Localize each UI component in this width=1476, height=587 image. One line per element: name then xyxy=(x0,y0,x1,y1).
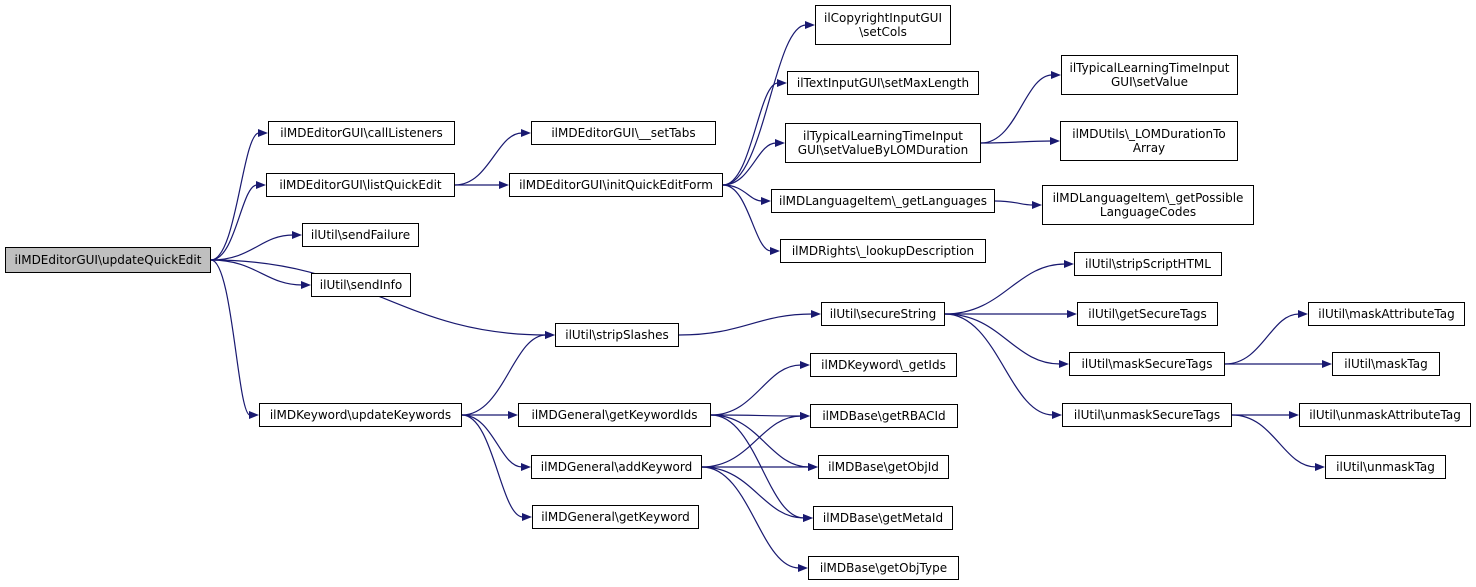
edge-updateKeywords-to-addKeyword xyxy=(461,414,523,468)
edge-getLanguages-to-getPossibleLanguageCodes xyxy=(994,200,1034,206)
arrowhead xyxy=(499,181,509,189)
node-getKeywordIds[interactable]: ilMDGeneral\getKeywordIds xyxy=(518,403,711,427)
arrowhead xyxy=(249,411,259,419)
edge-addKeyword-to-getMetaId xyxy=(701,466,805,519)
node-lookupDescription[interactable]: ilMDRights\_lookupDescription xyxy=(780,239,986,263)
arrowhead xyxy=(800,361,810,369)
edge-maskSecureTags-to-maskAttributeTag xyxy=(1224,313,1300,365)
arrowhead xyxy=(521,463,531,471)
arrowhead xyxy=(805,21,815,29)
node-stripSlashes[interactable]: ilUtil\stripSlashes xyxy=(555,323,679,347)
node-getMetaId[interactable]: ilMDBase\getMetaId xyxy=(813,506,953,530)
arrowhead xyxy=(508,411,518,419)
node-setCols[interactable]: ilCopyrightInputGUI \setCols xyxy=(815,5,951,45)
node-unmaskSecureTags[interactable]: ilUtil\unmaskSecureTags xyxy=(1062,403,1232,427)
node-lomDurationToArray[interactable]: ilMDUtils\_LOMDurationTo Array xyxy=(1060,121,1238,161)
node-maskSecureTags[interactable]: ilUtil\maskSecureTags xyxy=(1069,352,1225,376)
edge-getKeywordIds-to-getObjId xyxy=(710,414,810,468)
edge-unmaskSecureTags-to-unmaskTag xyxy=(1231,414,1317,468)
arrowhead xyxy=(770,247,780,255)
edge-initQuickEditForm-to-lookupDescription xyxy=(722,184,772,252)
node-secureString[interactable]: ilUtil\secureString xyxy=(821,302,945,326)
node-getObjType[interactable]: ilMDBase\getObjType xyxy=(808,556,959,580)
arrowhead xyxy=(256,181,266,189)
edge-initQuickEditForm-to-setValueByLOMDuration xyxy=(722,142,777,186)
node-setMaxLength[interactable]: ilTextInputGUI\setMaxLength xyxy=(787,71,979,95)
edge-updateQuickEdit-to-updateKeywords xyxy=(210,259,251,416)
arrowhead xyxy=(808,463,818,471)
node-getRBACId[interactable]: ilMDBase\getRBACId xyxy=(810,404,958,428)
node-getObjId[interactable]: ilMDBase\getObjId xyxy=(818,455,949,479)
edge-stripSlashes-to-secureString xyxy=(678,313,813,336)
edge-initQuickEditForm-to-setCols xyxy=(722,24,807,186)
edge-setValueByLOMDuration-to-tltSetValue xyxy=(980,74,1053,144)
node-getPossibleLanguageCodes[interactable]: ilMDLanguageItem\_getPossible LanguageCo… xyxy=(1042,185,1254,225)
node-updateQuickEdit[interactable]: ilMDEditorGUI\updateQuickEdit xyxy=(5,247,211,273)
edge-getKeywordIds-to-kwGetIds xyxy=(710,364,802,416)
arrowhead xyxy=(522,513,532,521)
arrowhead xyxy=(1298,310,1308,318)
node-callListeners[interactable]: ilMDEditorGUI\callListeners xyxy=(268,121,455,145)
edge-addKeyword-to-getObjType xyxy=(701,466,800,569)
edge-secureString-to-unmaskSecureTags xyxy=(944,313,1054,416)
arrowhead xyxy=(1052,411,1062,419)
arrowhead xyxy=(301,281,311,289)
arrowhead xyxy=(1059,360,1069,368)
edge-setValueByLOMDuration-to-lomDurationToArray xyxy=(980,140,1052,144)
edge-getKeywordIds-to-getRBACId xyxy=(710,414,802,417)
arrowhead xyxy=(811,310,821,318)
edge-listQuickEdit-to-setTabs xyxy=(454,132,523,186)
arrowhead xyxy=(775,139,785,147)
node-getSecureTags[interactable]: ilUtil\getSecureTags xyxy=(1077,302,1218,326)
edge-secureString-to-stripScriptHTML xyxy=(944,263,1066,315)
edge-updateQuickEdit-to-callListeners xyxy=(210,132,260,261)
node-updateKeywords[interactable]: ilMDKeyword\updateKeywords xyxy=(259,403,462,427)
node-initQuickEditForm[interactable]: ilMDEditorGUI\initQuickEditForm xyxy=(509,173,723,197)
node-kwGetIds[interactable]: ilMDKeyword\_getIds xyxy=(810,353,957,377)
node-addKeyword[interactable]: ilMDGeneral\addKeyword xyxy=(531,455,702,479)
arrowhead xyxy=(545,331,555,339)
arrowhead xyxy=(761,197,771,205)
node-sendInfo[interactable]: ilUtil\sendInfo xyxy=(311,273,411,297)
edge-addKeyword-to-getRBACId xyxy=(701,415,802,468)
arrowhead xyxy=(1289,411,1299,419)
node-maskTag[interactable]: ilUtil\maskTag xyxy=(1332,352,1440,376)
arrowhead xyxy=(1315,463,1325,471)
edge-updateQuickEdit-to-stripSlashes xyxy=(210,259,547,336)
edge-initQuickEditForm-to-getLanguages xyxy=(722,184,763,202)
node-unmaskTag[interactable]: ilUtil\unmaskTag xyxy=(1325,455,1446,479)
node-tltSetValue[interactable]: ilTypicalLearningTimeInput GUI\setValue xyxy=(1061,55,1238,95)
arrowhead xyxy=(292,231,302,239)
arrowhead xyxy=(258,129,268,137)
node-getLanguages[interactable]: ilMDLanguageItem\_getLanguages xyxy=(771,189,995,213)
arrowhead xyxy=(800,412,810,420)
arrowhead xyxy=(1051,71,1061,79)
arrowhead xyxy=(1064,260,1074,268)
node-getKeyword[interactable]: ilMDGeneral\getKeyword xyxy=(532,505,699,529)
arrowhead xyxy=(521,129,531,137)
arrowhead xyxy=(1322,360,1332,368)
node-stripScriptHTML[interactable]: ilUtil\stripScriptHTML xyxy=(1074,252,1222,276)
arrowhead xyxy=(1050,137,1060,145)
node-maskAttributeTag[interactable]: ilUtil\maskAttributeTag xyxy=(1308,302,1465,326)
edge-updateQuickEdit-to-sendFailure xyxy=(210,234,294,261)
edge-initQuickEditForm-to-setMaxLength xyxy=(722,82,779,186)
arrowhead xyxy=(798,564,808,572)
edge-updateQuickEdit-to-sendInfo xyxy=(210,259,303,286)
edge-updateQuickEdit-to-listQuickEdit xyxy=(210,184,258,261)
node-setValueByLOMDuration[interactable]: ilTypicalLearningTimeInput GUI\setValueB… xyxy=(785,123,981,163)
arrowhead xyxy=(1067,310,1077,318)
edge-secureString-to-maskSecureTags xyxy=(944,313,1061,365)
arrowhead xyxy=(803,514,813,522)
node-listQuickEdit[interactable]: ilMDEditorGUI\listQuickEdit xyxy=(266,173,455,197)
arrowhead xyxy=(777,79,787,87)
node-sendFailure[interactable]: ilUtil\sendFailure xyxy=(302,223,419,247)
edge-updateKeywords-to-stripSlashes xyxy=(461,334,547,416)
edge-updateKeywords-to-getKeyword xyxy=(461,414,524,518)
node-unmaskAttributeTag[interactable]: ilUtil\unmaskAttributeTag xyxy=(1299,403,1471,427)
node-setTabs[interactable]: ilMDEditorGUI\__setTabs xyxy=(531,121,716,145)
arrowhead xyxy=(1032,201,1042,209)
